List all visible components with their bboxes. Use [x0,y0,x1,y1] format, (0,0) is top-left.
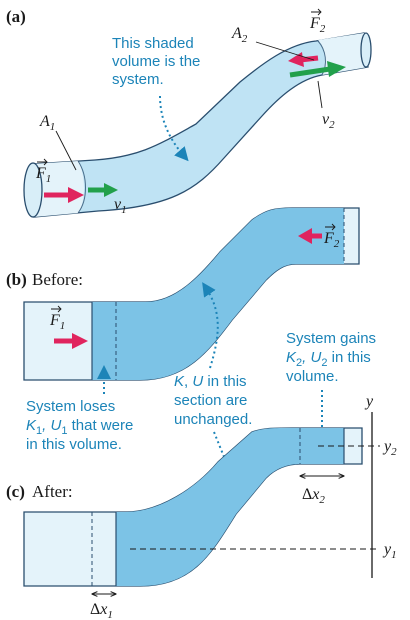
panel-c-caption: After: [32,482,73,501]
panel-b-force1-label: F1 [49,312,65,332]
panel-a-section-1 [77,160,86,214]
panel-a-velocity2-leader [317,80,323,109]
panel-c-y2-label: y2 [382,438,397,458]
panel-b-force2-vector-bar [325,223,336,231]
panel-a-area1-leader [55,130,77,171]
panel-c-label: (c) [6,482,25,501]
panel-a-inlet-section [32,161,84,217]
panel-b: (b) Before: F1 F2 System gains K2, U2 in… [6,207,380,491]
panel-a-area2-leader [255,41,315,61]
panel-a-left-end [23,162,43,218]
panel-a-force1-arrowhead [68,187,84,203]
panel-a-force1-vector-bar [37,158,48,166]
panel-a-velocity2-arrowhead [327,61,346,77]
panel-b-force2-arrowhead [298,228,312,244]
panel-b-note-gains: System gains K2, U2 in this volume. [286,330,380,385]
panel-a-velocity2-arrow [289,66,331,78]
panel-c-y-axis-label: y [364,393,374,410]
panel-b-force1-arrowhead [72,333,88,349]
panel-b-caption: Before: [32,270,83,289]
panel-c-dx2-label: Δx2 [302,486,325,506]
panel-b-system [92,208,344,380]
panel-c-y1-label: y1 [382,541,397,561]
panel-a: (a) A1 F1 v1 A2 F2 v2 Th [6,7,372,218]
panel-c-system [116,428,344,586]
panel-b-force1-vector-bar [51,305,62,313]
panel-b-note-unchanged: K, U in this section are unchanged. [174,373,252,428]
panel-a-velocity2-label: v2 [322,111,335,131]
panel-c: (c) After: Δx2 Δx1 y y2 y1 [6,393,397,620]
panel-b-force2-label: F2 [323,230,340,250]
panel-a-note: This shaded volume is the system. [112,35,205,88]
panel-a-label: (a) [6,7,26,26]
panel-a-right-end [360,32,372,68]
panel-a-area2-label: A2 [231,25,248,45]
panel-a-velocity1-arrowhead [104,183,118,197]
panel-a-force2-label: F2 [309,15,326,35]
panel-a-force1-label: F1 [35,165,51,185]
panel-a-velocity1-label: v1 [114,196,127,216]
panel-a-area1-label: A1 [39,113,55,133]
panel-a-note-pointer [159,95,189,162]
panel-b-note-loses: System loses K1, U1 that were in this vo… [26,398,137,453]
panel-b-label: (b) [6,270,27,289]
panel-c-dx1-label: Δx1 [90,601,113,620]
panel-a-force2-vector-bar [311,8,322,16]
